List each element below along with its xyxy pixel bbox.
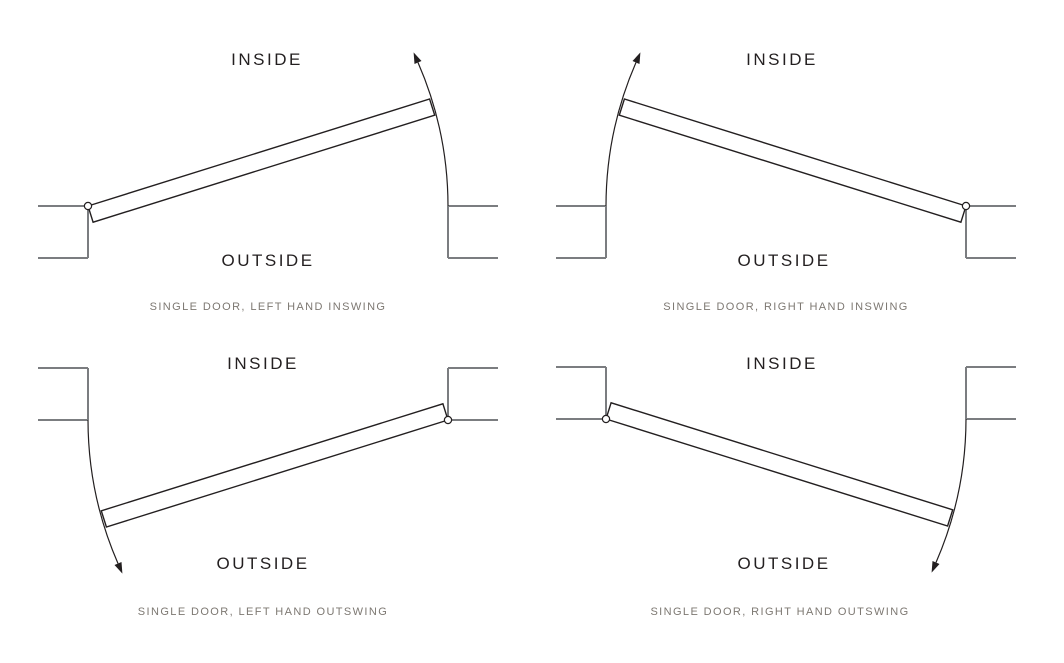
hinge-pivot-icon — [83, 201, 93, 211]
inside-label: INSIDE — [231, 50, 303, 69]
door-plan-drawing — [556, 52, 1016, 259]
wall-latch-side — [447, 205, 498, 259]
swing-arrow-icon — [413, 52, 422, 64]
swing-arc — [417, 62, 449, 207]
inside-label: INSIDE — [227, 354, 299, 373]
outside-label: OUTSIDE — [737, 251, 831, 270]
wall-hinge-side — [556, 366, 607, 420]
hinge-pivot-icon — [961, 201, 971, 211]
diagram-right-hand-inswing: INSIDE OUTSIDE SINGLE DOOR, RIGHT HAND I… — [532, 0, 1064, 331]
door-plan-linework — [38, 367, 498, 574]
door-plan-linework — [38, 52, 498, 259]
wall-latch-side — [556, 205, 607, 259]
door-plan-drawing — [38, 367, 498, 574]
door-plan-linework — [556, 52, 1016, 259]
swing-arc — [87, 419, 119, 564]
swing-arrow-icon — [632, 52, 641, 64]
hinge-pivot-icon — [601, 414, 611, 424]
door-plan-linework — [556, 366, 1016, 573]
diagram-left-hand-inswing: INSIDE OUTSIDE SINGLE DOOR, LEFT HAND IN… — [0, 0, 532, 331]
diagram-caption: SINGLE DOOR, LEFT HAND INSWING — [149, 301, 387, 313]
inside-label: INSIDE — [746, 50, 818, 69]
diagram-caption: SINGLE DOOR, LEFT HAND OUTSWING — [137, 606, 389, 618]
swing-arrow-icon — [931, 561, 940, 573]
diagram-caption: SINGLE DOOR, RIGHT HAND OUTSWING — [650, 606, 910, 618]
wall-hinge-side — [447, 367, 498, 421]
wall-hinge-side — [965, 205, 1016, 259]
hinge-pivot-icon — [443, 415, 453, 425]
door-panel — [618, 98, 967, 224]
door-panel — [87, 98, 436, 224]
outside-label: OUTSIDE — [221, 251, 315, 270]
door-plan-drawing — [38, 52, 498, 259]
door-panel — [100, 402, 449, 528]
door-plan-drawing — [556, 366, 1016, 573]
swing-arrow-icon — [114, 562, 123, 574]
inside-label: INSIDE — [746, 354, 818, 373]
wall-hinge-side — [38, 205, 89, 259]
wall-latch-side — [38, 367, 89, 421]
door-panel — [605, 401, 954, 527]
swing-arc — [605, 62, 637, 207]
diagram-right-hand-outswing: INSIDE OUTSIDE SINGLE DOOR, RIGHT HAND O… — [532, 331, 1064, 663]
diagram-caption: SINGLE DOOR, RIGHT HAND INSWING — [663, 301, 909, 313]
wall-latch-side — [965, 366, 1016, 420]
swing-arc — [935, 418, 967, 563]
diagram-left-hand-outswing: INSIDE OUTSIDE SINGLE DOOR, LEFT HAND OU… — [0, 331, 532, 663]
outside-label: OUTSIDE — [216, 554, 310, 573]
outside-label: OUTSIDE — [737, 554, 831, 573]
